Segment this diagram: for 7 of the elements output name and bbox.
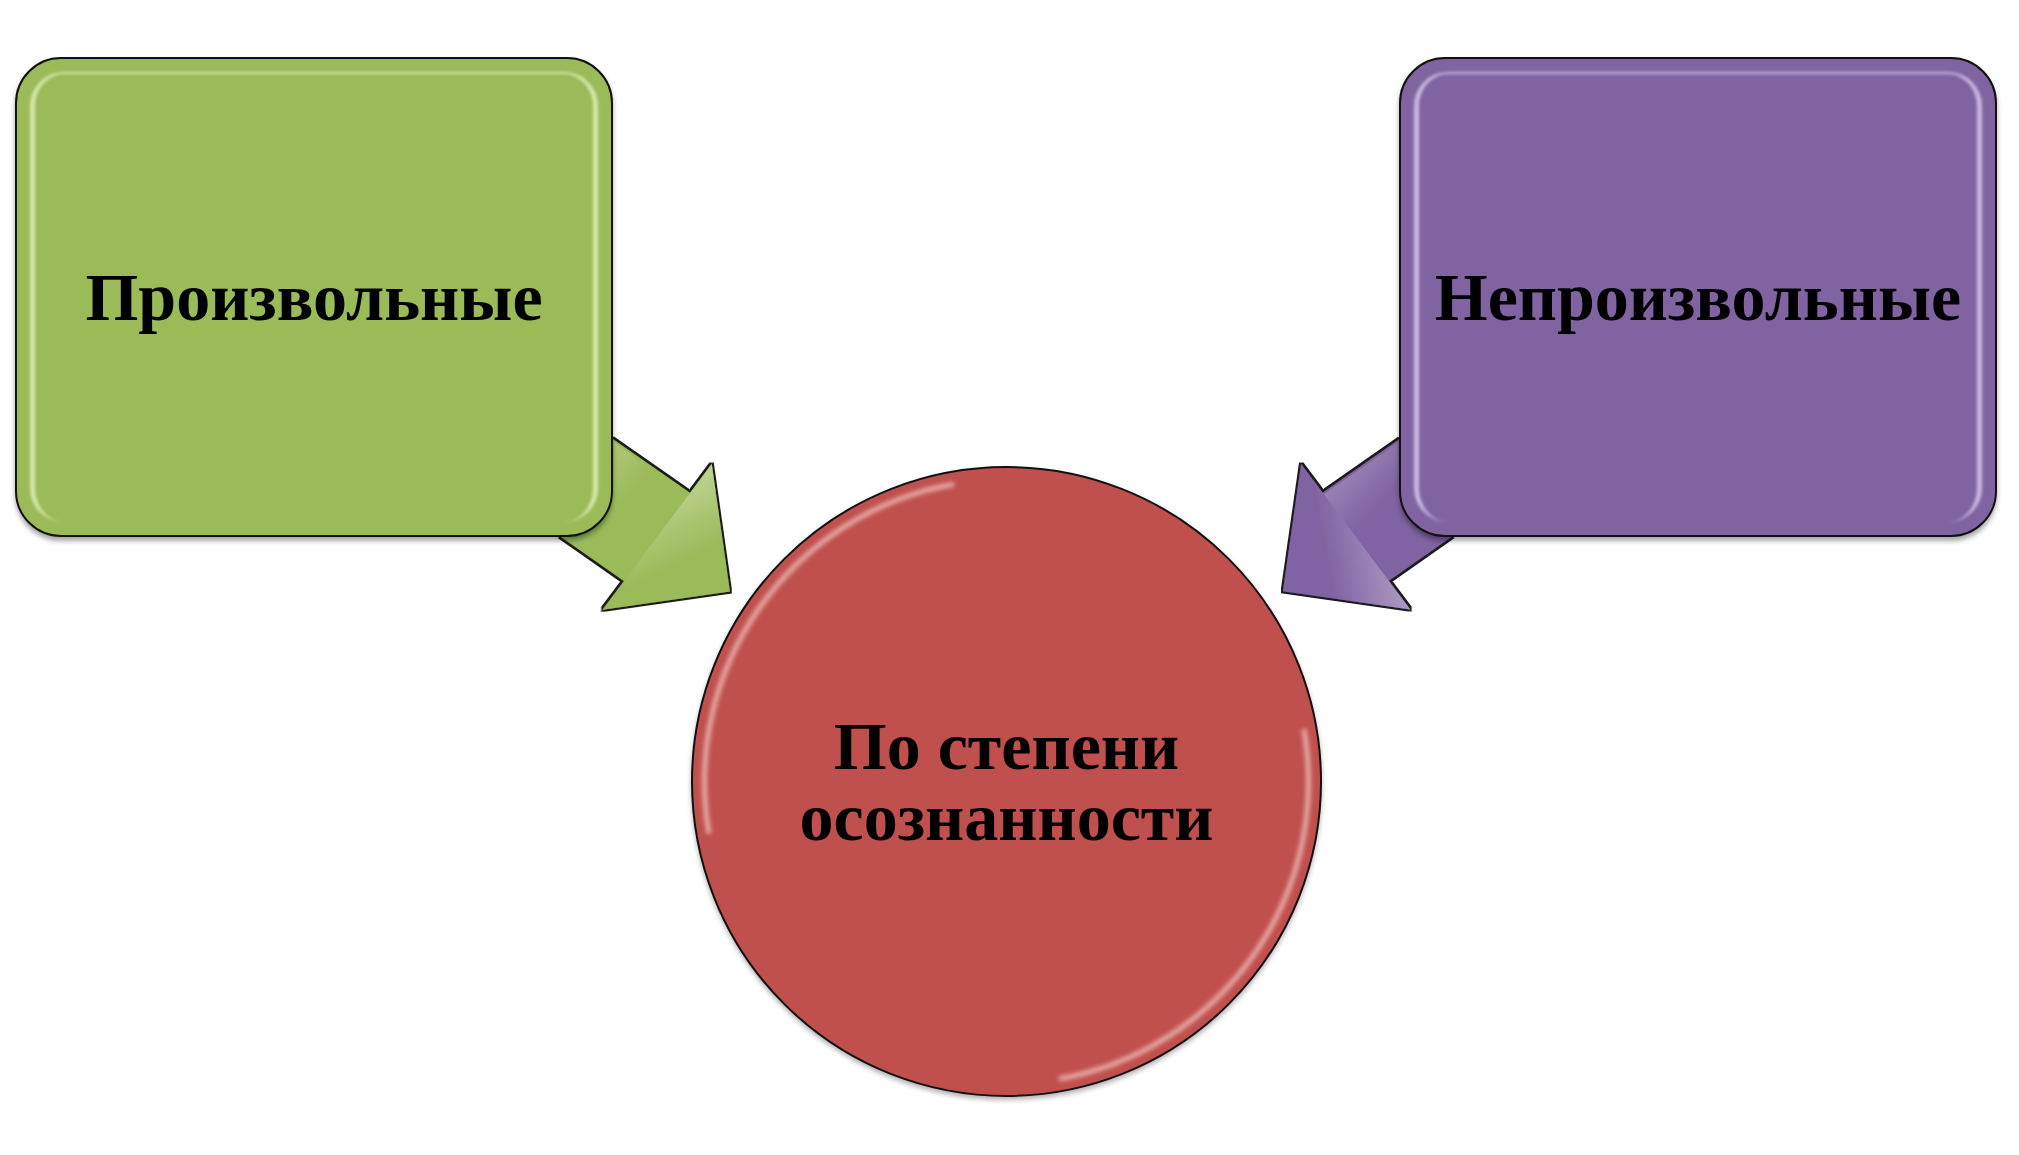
rounded-box <box>15 57 613 537</box>
rounded-box <box>1399 57 1997 537</box>
node-label: По степени осознанности <box>798 710 1215 853</box>
node-label: Произвольные <box>85 261 543 333</box>
block-arrow <box>1282 438 1453 610</box>
node-label: Непроизвольные <box>1434 261 1962 333</box>
block-arrow <box>559 438 730 610</box>
